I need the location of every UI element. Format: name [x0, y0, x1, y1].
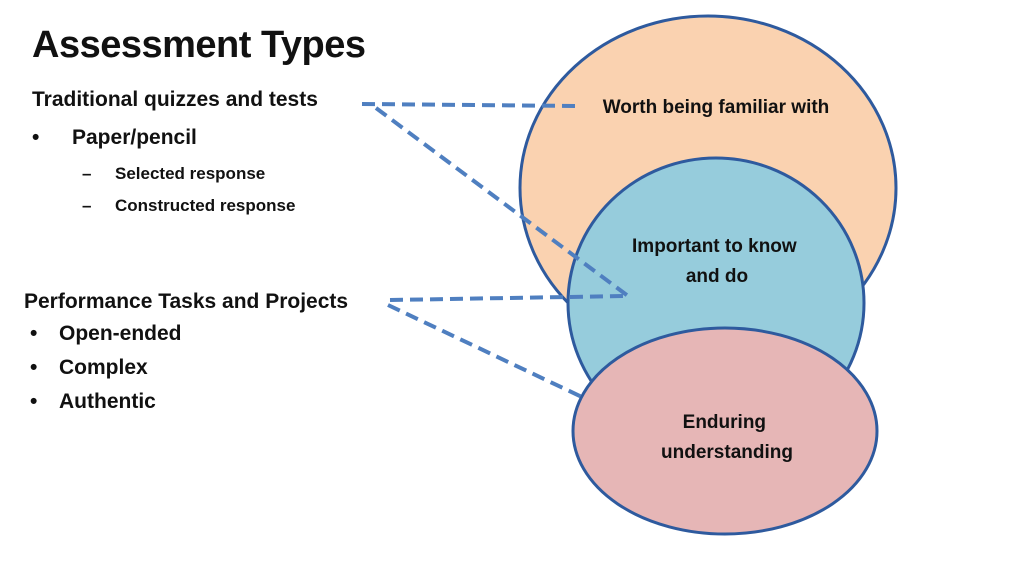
list-item-open-ended: • Open-ended [30, 322, 182, 356]
performance-heading: Performance Tasks and Projects [24, 290, 349, 313]
sublist-item-constructed-response: – Constructed response [82, 196, 295, 228]
outer-circle-label-line-1: Worth being familiar with [603, 97, 830, 118]
connector-performance-to-inner [387, 303, 585, 400]
inner-circle-label: Enduring understanding [661, 412, 793, 463]
paper-pencil-sublist: – Selected response – Constructed respon… [82, 164, 295, 228]
middle-circle-label: Important to know and do [632, 236, 802, 287]
middle-circle-label-line-1: Important to know [632, 236, 797, 257]
traditional-list: • Paper/pencil [32, 126, 197, 150]
inner-circle-label-line-2: understanding [661, 442, 793, 463]
inner-circle-label-line-1: Enduring [683, 412, 766, 433]
list-item-label: Open-ended [59, 322, 182, 345]
list-item-complex: • Complex [30, 356, 182, 390]
connector-traditional-to-middle [374, 106, 630, 298]
list-item-paper-pencil: • Paper/pencil [32, 126, 197, 150]
list-item-label: Paper/pencil [72, 126, 197, 149]
bullet-icon: • [32, 126, 40, 149]
outer-circle-label: Worth being familiar with [603, 97, 830, 118]
sublist-item-label: Selected response [115, 164, 266, 183]
bullet-icon: • [30, 322, 38, 345]
bullet-icon: • [30, 356, 38, 379]
page-title: Assessment Types [32, 24, 366, 66]
performance-list: • Open-ended • Complex • Authentic [30, 322, 182, 424]
dash-icon: – [82, 196, 92, 215]
sublist-item-selected-response: – Selected response [82, 164, 295, 196]
sublist-item-label: Constructed response [115, 196, 296, 215]
traditional-heading: Traditional quizzes and tests [32, 88, 318, 111]
connector-traditional-to-outer [361, 102, 581, 108]
bullet-icon: • [30, 390, 38, 413]
dashed-connectors [361, 102, 630, 400]
dash-icon: – [82, 164, 92, 183]
inner-circle-enduring-understanding [571, 326, 879, 536]
list-item-label: Complex [59, 356, 148, 379]
list-item-authentic: • Authentic [30, 390, 182, 424]
middle-circle-label-line-2: and do [686, 266, 748, 287]
list-item-label: Authentic [59, 390, 156, 413]
